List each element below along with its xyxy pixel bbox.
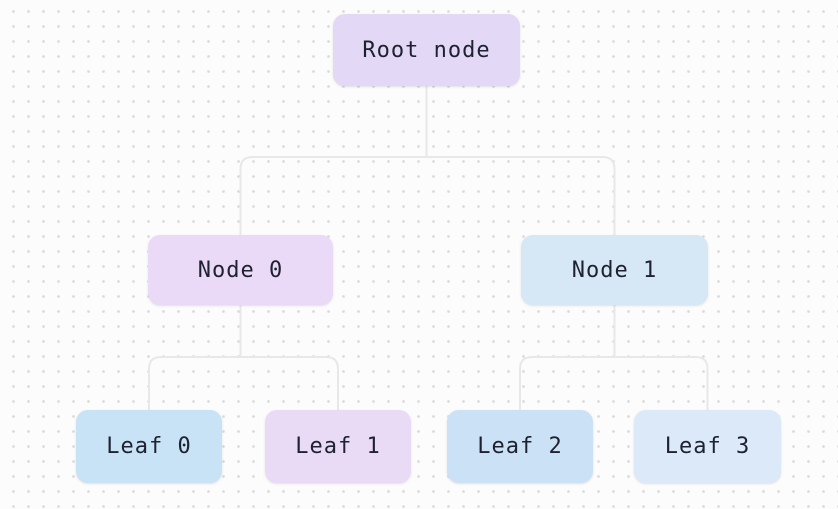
edge-root-children <box>239 156 616 236</box>
tree-node-root[interactable]: Root node <box>333 14 520 86</box>
tree-leaf-1[interactable]: Leaf 1 <box>265 410 411 483</box>
edge-node0-children <box>148 356 339 411</box>
node-label-root: Root node <box>362 37 491 63</box>
tree-leaf-2[interactable]: Leaf 2 <box>447 410 593 483</box>
edge-node1-children <box>519 356 709 411</box>
leaf-label-0: Leaf 0 <box>106 434 192 459</box>
node-label-1: Node 1 <box>571 257 658 283</box>
tree-leaf-0[interactable]: Leaf 0 <box>76 410 222 483</box>
tree-node-1[interactable]: Node 1 <box>521 235 708 305</box>
tree-node-0[interactable]: Node 0 <box>148 235 333 305</box>
leaf-label-3: Leaf 3 <box>664 434 751 459</box>
leaf-label-2: Leaf 2 <box>477 434 563 459</box>
leaf-label-1: Leaf 1 <box>295 434 381 459</box>
node-label-0: Node 0 <box>197 257 284 283</box>
tree-leaf-3[interactable]: Leaf 3 <box>634 410 781 483</box>
